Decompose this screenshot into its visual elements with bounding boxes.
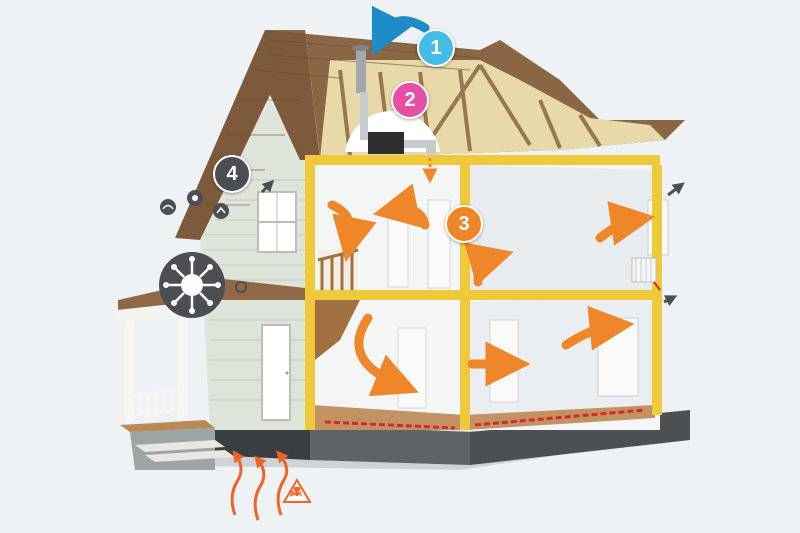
- radiator-icon: [631, 257, 661, 291]
- airflow-arrow: [464, 242, 514, 287]
- airflow-arrow: [354, 313, 419, 397]
- inflow-arrow: [371, 5, 430, 57]
- callout-badge-4: 4: [213, 155, 251, 193]
- virus-icon: [159, 252, 247, 318]
- airflow-arrow: [372, 183, 430, 230]
- airflow-arrow: [595, 201, 656, 246]
- airflow-arrows: [327, 183, 656, 397]
- porch-steps: [135, 440, 235, 462]
- pollutant-icons: [160, 190, 229, 219]
- insulation: [305, 155, 662, 430]
- floor-heating: [324, 408, 646, 430]
- callout-badge-3: 3: [445, 205, 483, 243]
- ventilation-unit-icon: [345, 45, 440, 160]
- exhaust-arrows: [260, 179, 685, 307]
- airflow-arrow: [327, 200, 377, 263]
- airflow-arrow: [561, 305, 635, 351]
- radiation-warning-icon: [282, 478, 312, 503]
- ground-radon-arrows: [230, 450, 289, 521]
- callout-badge-2: 2: [391, 81, 429, 119]
- callout-badge-1: 1: [417, 29, 455, 67]
